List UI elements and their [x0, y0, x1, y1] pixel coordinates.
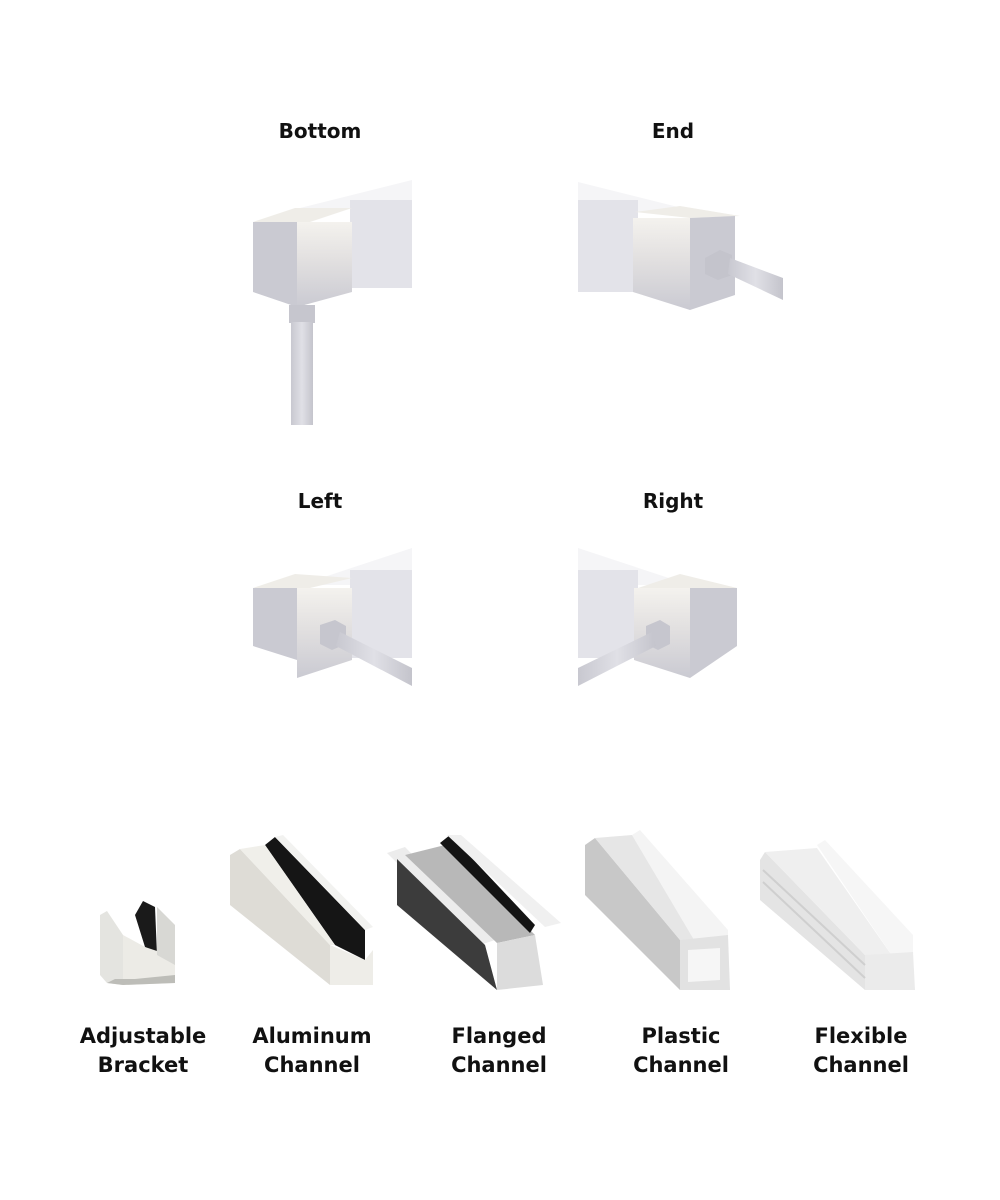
caption-line: Adjustable	[79, 1024, 207, 1048]
flexible-channel-image	[760, 840, 915, 990]
caption-line: Flexible	[814, 1024, 908, 1048]
left-connector-image	[253, 548, 412, 686]
caption-line: Channel	[264, 1053, 360, 1077]
aluminum-channel-image	[230, 835, 373, 985]
bottom-connector-image	[253, 180, 412, 425]
flanged-channel-image	[387, 835, 561, 990]
caption-line: Bracket	[97, 1053, 189, 1077]
caption-line: Plastic	[641, 1024, 721, 1048]
caption-line: Flanged	[451, 1024, 547, 1048]
channel-caption-aluminum-channel: Aluminum Channel	[252, 1022, 371, 1080]
right-connector-image	[578, 548, 737, 686]
adjustable-bracket-image	[100, 901, 175, 985]
connector-label-left: Left	[297, 489, 343, 513]
caption-line: Aluminum	[252, 1024, 372, 1048]
channel-caption-adjustable-bracket: Adjustable Bracket	[80, 1022, 207, 1080]
plastic-channel-image	[585, 830, 730, 990]
caption-line: Channel	[813, 1053, 909, 1077]
connector-label-end: End	[651, 119, 695, 143]
caption-line: Channel	[633, 1053, 729, 1077]
channel-caption-plastic-channel: Plastic Channel	[633, 1022, 729, 1080]
connector-label-right: Right	[642, 489, 704, 513]
connector-label-bottom: Bottom	[278, 119, 362, 143]
channel-caption-flanged-channel: Flanged Channel	[451, 1022, 547, 1080]
channel-caption-flexible-channel: Flexible Channel	[813, 1022, 909, 1080]
caption-line: Channel	[451, 1053, 547, 1077]
end-connector-image	[578, 182, 783, 310]
